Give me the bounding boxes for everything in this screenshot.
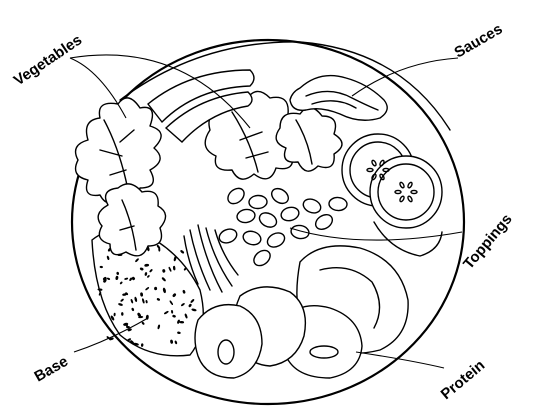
bean: [265, 230, 287, 250]
leader-toppings: [290, 228, 462, 240]
protein-chunks: [195, 246, 408, 378]
grain: [180, 249, 185, 254]
bean: [251, 247, 273, 268]
bean: [242, 229, 263, 246]
label-base: Base: [32, 353, 72, 386]
bean: [269, 186, 291, 207]
label-protein: Protein: [438, 357, 489, 403]
bean: [257, 210, 279, 230]
bean: [217, 227, 238, 246]
bean: [301, 197, 323, 216]
bean: [313, 212, 335, 233]
cucumber-slice-front: [370, 156, 442, 228]
label-toppings: Toppings: [460, 211, 516, 273]
leader-protein: [356, 352, 444, 368]
bean: [249, 195, 268, 209]
bean: [290, 224, 310, 240]
bean: [236, 208, 256, 224]
bean: [225, 185, 247, 207]
bean: [329, 197, 348, 211]
bean: [280, 205, 301, 222]
toppings-cucumbers: [342, 134, 442, 256]
label-sauces: Sauces: [452, 20, 506, 61]
